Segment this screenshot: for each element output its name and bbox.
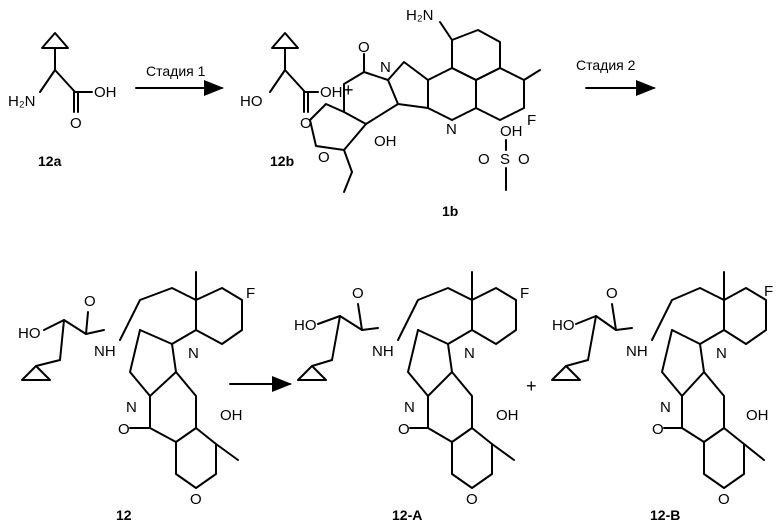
atom-label: HO	[240, 93, 263, 110]
atom-label: O	[518, 151, 530, 168]
atom-label: HO	[294, 317, 317, 334]
compound-1b: H₂N F N N O O OH OH O S O 1b	[310, 7, 540, 219]
atom-label: O	[352, 285, 364, 302]
atom-label: OH	[374, 133, 397, 150]
label-12b: 12b	[270, 153, 294, 169]
atom-label: N	[446, 121, 457, 138]
atom-label: OH	[94, 84, 117, 101]
atom-label: F	[246, 285, 255, 302]
atom-label: O	[466, 491, 478, 508]
atom-label: F	[527, 112, 536, 129]
atom-label: O	[606, 285, 618, 302]
atom-label: OH	[500, 123, 523, 140]
label-1b: 1b	[442, 203, 458, 219]
atom-label: O	[358, 39, 370, 56]
atom-label: N	[660, 399, 671, 416]
atom-label: H₂N	[406, 7, 434, 24]
label-12-B: 12-B	[650, 507, 680, 523]
atom-label: O	[118, 421, 130, 438]
label-12a: 12a	[38, 153, 62, 169]
stage-1-label: Стадия 1	[146, 63, 206, 79]
atom-label: O	[398, 421, 410, 438]
atom-label: HO	[18, 325, 41, 342]
atom-label: H₂N	[8, 93, 36, 110]
arrow-stage-1: Стадия 1	[136, 63, 222, 88]
atom-label: F	[520, 285, 529, 302]
atom-label: O	[190, 491, 202, 508]
atom-label: OH	[496, 407, 519, 424]
compound-12-B: HO O NH F N N O O OH 12-B	[552, 272, 773, 523]
atom-label: N	[716, 345, 727, 362]
atom-label: NH	[626, 343, 648, 360]
atom-label: N	[380, 59, 391, 76]
atom-label: NH	[372, 343, 394, 360]
atom-label: O	[318, 149, 330, 166]
atom-label: F	[764, 283, 773, 300]
atom-label: N	[188, 345, 199, 362]
atom-label: HO	[552, 317, 575, 334]
stage-2-label: Стадия 2	[576, 57, 636, 73]
atom-label: OH	[746, 407, 769, 424]
atom-label: O	[718, 491, 730, 508]
atom-label: O	[478, 151, 490, 168]
atom-label: O	[70, 115, 82, 132]
atom-label: OH	[320, 84, 343, 101]
atom-label: O	[652, 421, 664, 438]
label-12-A: 12-A	[392, 507, 422, 523]
atom-label: S	[500, 151, 510, 168]
atom-label: O	[84, 293, 96, 310]
atom-label: N	[464, 345, 475, 362]
atom-label: OH	[220, 407, 243, 424]
plus-sign: +	[526, 376, 537, 396]
atom-label: N	[126, 399, 137, 416]
compound-12a: H₂N OH O 12a	[8, 33, 117, 169]
compound-12-A: HO O NH F N N O O OH 12-A	[294, 272, 529, 523]
atom-label: N	[404, 399, 415, 416]
compound-12: HO O NH F N N O O OH 12	[18, 272, 255, 523]
label-12: 12	[116, 507, 132, 523]
arrow-stage-2: Стадия 2	[576, 57, 654, 88]
atom-label: NH	[94, 343, 116, 360]
